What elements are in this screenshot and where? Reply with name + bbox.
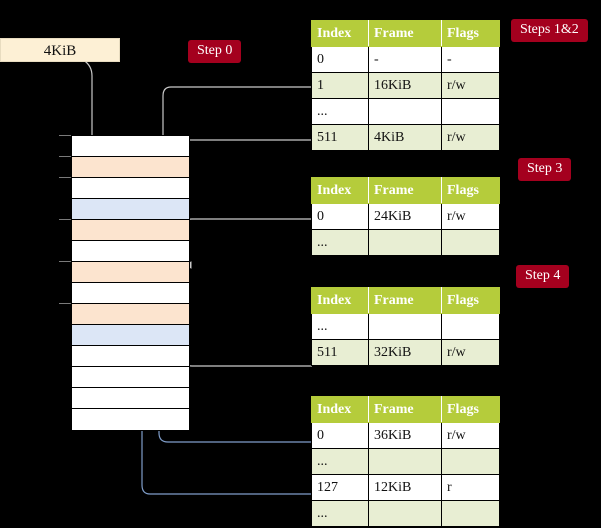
memory-frame-row	[72, 136, 189, 157]
memory-tick	[59, 177, 71, 178]
table-cell: 12KiB	[368, 474, 442, 501]
badge-step-3: Step 3	[518, 158, 572, 181]
table-cell: r/w	[441, 203, 500, 230]
badge-steps-1-and-2: Steps 1&2	[511, 19, 588, 42]
table-cell: r/w	[441, 339, 500, 366]
column-header-frame: Frame	[368, 396, 442, 423]
table-cell: -	[368, 46, 442, 73]
badge-step-4: Step 4	[516, 265, 570, 288]
table-cell: ...	[311, 448, 369, 475]
table-cell: 127	[311, 474, 369, 501]
table-cell: 511	[311, 339, 369, 366]
table-row: ...	[311, 500, 500, 527]
callout-4kib: 4KiB	[0, 38, 120, 62]
badge-step-0: Step 0	[188, 40, 242, 63]
table-cell: 16KiB	[368, 72, 442, 99]
wire-l3-24kib-to-frame	[183, 218, 312, 269]
memory-frame-row	[72, 367, 189, 388]
table-row: ...	[311, 98, 500, 125]
memory-frame-row	[72, 304, 189, 325]
table-cell: ...	[311, 500, 369, 527]
table-cell: 24KiB	[368, 203, 442, 230]
table-cell: ...	[311, 313, 369, 340]
table-cell	[368, 229, 442, 256]
table-cell: r	[441, 474, 500, 501]
memory-frame-row	[72, 409, 189, 430]
memory-tick	[59, 219, 71, 220]
memory-frame-row	[72, 157, 189, 178]
table-cell	[441, 500, 500, 527]
table-cell: 32KiB	[368, 339, 442, 366]
memory-frame-row	[72, 199, 189, 220]
memory-tick	[59, 303, 71, 304]
table-cell: r/w	[441, 422, 500, 449]
column-header-index: Index	[311, 287, 369, 314]
table-cell	[441, 98, 500, 125]
table-cell: 1	[311, 72, 369, 99]
memory-tick	[59, 135, 71, 136]
table-cell	[368, 500, 442, 527]
memory-frame-row	[72, 241, 189, 262]
table-row: ...	[311, 448, 500, 475]
table-cell: 36KiB	[368, 422, 442, 449]
memory-tick	[59, 261, 71, 262]
table-cell	[368, 313, 442, 340]
memory-frame-row	[72, 388, 189, 409]
column-header-index: Index	[311, 177, 369, 204]
column-header-flags: Flags	[441, 287, 500, 314]
table-cell: 0	[311, 422, 369, 449]
table-row: ...	[311, 229, 500, 256]
memory-frame-row	[72, 283, 189, 304]
table-cell: r/w	[441, 72, 500, 99]
table-cell: 511	[311, 124, 369, 151]
memory-frame-row	[72, 178, 189, 199]
memory-frame-row	[72, 262, 189, 283]
column-header-flags: Flags	[441, 20, 500, 47]
table-cell: ...	[311, 98, 369, 125]
table-cell	[368, 98, 442, 125]
table-cell: -	[441, 46, 500, 73]
memory-tick	[59, 156, 71, 157]
memory-frame-row	[72, 346, 189, 367]
table-cell: 0	[311, 203, 369, 230]
memory-frame-row	[72, 220, 189, 241]
column-header-frame: Frame	[368, 287, 442, 314]
wire-l2-32kib-to-frame	[176, 310, 312, 367]
column-header-flags: Flags	[441, 396, 500, 423]
table-cell	[368, 448, 442, 475]
column-header-index: Index	[311, 396, 369, 423]
table-cell	[441, 313, 500, 340]
physical-memory-column	[71, 135, 190, 431]
table-cell: 0	[311, 46, 369, 73]
column-header-frame: Frame	[368, 177, 442, 204]
memory-frame-row	[72, 325, 189, 346]
column-header-index: Index	[311, 20, 369, 47]
wire-l4-4kib-to-frame	[175, 139, 312, 248]
table-cell	[441, 229, 500, 256]
table-row: ...	[311, 313, 500, 340]
table-cell: r/w	[441, 124, 500, 151]
table-row: 0--	[311, 46, 500, 73]
table-cell: 4KiB	[368, 124, 442, 151]
column-header-frame: Frame	[368, 20, 442, 47]
table-cell	[441, 448, 500, 475]
table-cell: ...	[311, 229, 369, 256]
column-header-flags: Flags	[441, 177, 500, 204]
